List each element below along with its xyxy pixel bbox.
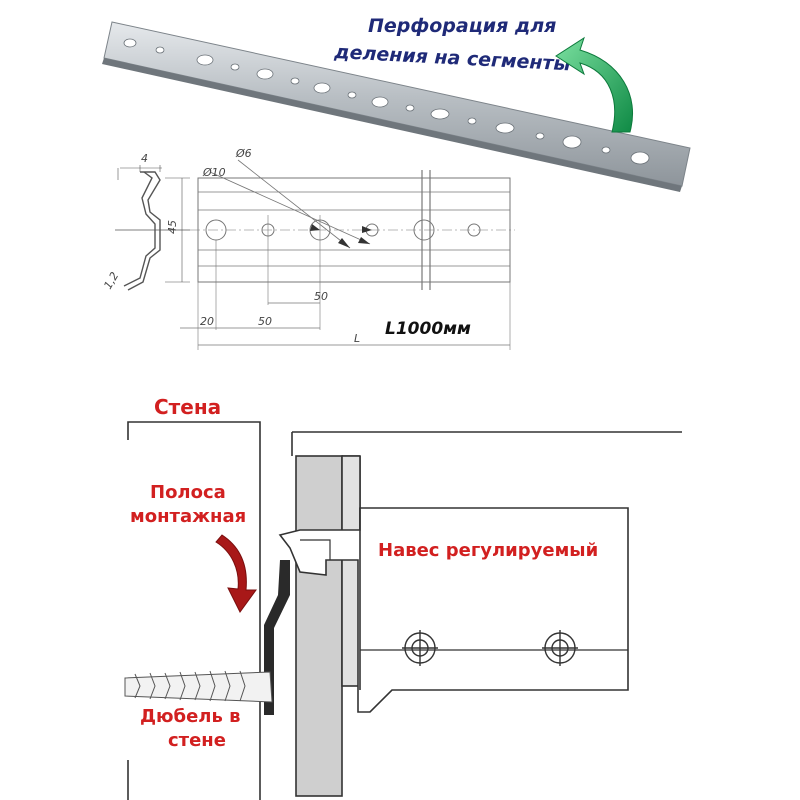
dim-dia-small: Ø6 bbox=[235, 147, 252, 160]
dim-offset-edge: 20 bbox=[200, 315, 214, 328]
dim-length-symbol: L bbox=[354, 332, 360, 345]
wall-label: Стена bbox=[154, 395, 221, 419]
dim-width-top: 4 bbox=[141, 152, 148, 165]
dim-height: 45 bbox=[166, 220, 179, 234]
perforation-label-line1: Перфорация для bbox=[368, 15, 556, 37]
length-label: L1000мм bbox=[385, 319, 471, 339]
strip-label-line1: Полоса bbox=[150, 482, 226, 503]
dowel-label-line1: Дюбель в bbox=[140, 706, 241, 727]
dim-thickness: 1,2 bbox=[101, 270, 121, 292]
profile-section-drawing bbox=[115, 165, 190, 291]
adjustable-hinge bbox=[278, 507, 629, 713]
strip-holes bbox=[123, 38, 650, 165]
strip-front-view bbox=[180, 159, 515, 350]
wall-outline bbox=[127, 421, 261, 800]
curved-arrow-icon bbox=[555, 36, 634, 133]
perforation-label-line2: деления на сегменты bbox=[333, 41, 571, 75]
dimension-arrowheads bbox=[310, 224, 372, 248]
pointer-arrow-icon bbox=[215, 534, 257, 613]
strip-label-line2: монтажная bbox=[130, 506, 246, 527]
dim-dia-large: Ø10 bbox=[202, 166, 226, 179]
dim-pitch-inner: 50 bbox=[314, 290, 328, 303]
dowel-label-line2: стене bbox=[168, 730, 226, 751]
hinge-screw-icon bbox=[542, 630, 578, 666]
hinge-screw-icon bbox=[402, 630, 438, 666]
dim-pitch-outer: 50 bbox=[258, 315, 272, 328]
perforated-strip bbox=[102, 21, 691, 192]
dowel-in-wall bbox=[124, 670, 273, 703]
hinge-label: Навес регулируемый bbox=[378, 540, 598, 561]
